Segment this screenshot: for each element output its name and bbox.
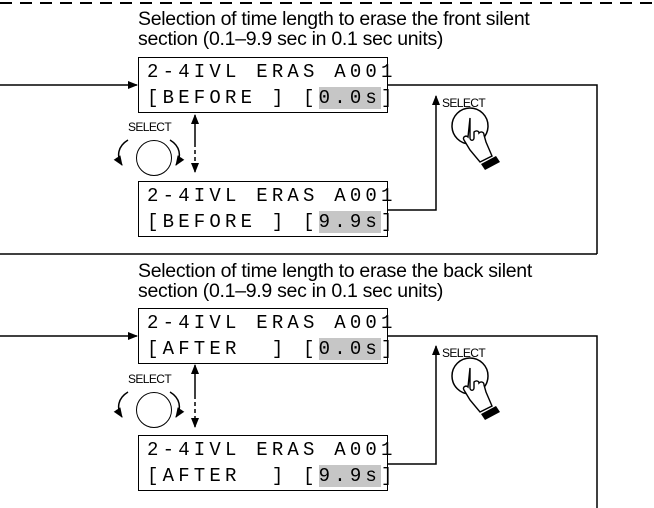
- time-value: 0.0s: [319, 87, 381, 109]
- time-value: 9.9s: [319, 465, 381, 487]
- lcd-text: [AFTER ] [: [147, 338, 319, 360]
- lcd-line-2: [AFTER ] [0.0s]: [147, 337, 397, 361]
- lcd-line-2: [AFTER ] [9.9s]: [147, 464, 397, 488]
- lcd-bracket: ]: [381, 211, 397, 233]
- feedback-line: [388, 336, 597, 508]
- lcd-bracket: ]: [381, 338, 397, 360]
- rotary-knob-icon[interactable]: [136, 392, 172, 428]
- lcd-bracket: ]: [381, 465, 397, 487]
- lcd-line-2: [BEFORE ] [9.9s]: [147, 210, 397, 234]
- lcd-bracket: ]: [381, 87, 397, 109]
- lcd-display: 2-4IVL ERAS A001 [BEFORE ] [9.9s]: [138, 181, 388, 237]
- knob-label: SELECT: [128, 372, 171, 386]
- lcd-display: 2-4IVL ERAS A001 [AFTER ] [0.0s]: [138, 308, 388, 364]
- lcd-text: [AFTER ] [: [147, 465, 319, 487]
- caption-line: section (0.1–9.9 sec in 0.1 sec units): [138, 30, 443, 48]
- lcd-text: [BEFORE ] [: [147, 211, 319, 233]
- lcd-text: [BEFORE ] [: [147, 87, 319, 109]
- button-label: SELECT: [442, 346, 485, 360]
- rotary-knob-icon[interactable]: [136, 140, 172, 176]
- lcd-line-1: 2-4IVL ERAS A001: [147, 184, 397, 208]
- time-value: 9.9s: [319, 211, 381, 233]
- lcd-display: 2-4IVL ERAS A001 [AFTER ] [9.9s]: [138, 435, 388, 491]
- rotate-arrow-left: [119, 140, 128, 165]
- select-button-hand-icon: [452, 108, 500, 170]
- lcd-line-1: 2-4IVL ERAS A001: [147, 438, 397, 462]
- lcd-line-1: 2-4IVL ERAS A001: [147, 311, 397, 335]
- caption-line: Selection of time length to erase the fr…: [138, 10, 529, 28]
- feedback-line: [388, 85, 597, 254]
- button-label: SELECT: [442, 96, 485, 110]
- caption-line: section (0.1–9.9 sec in 0.1 sec units): [138, 282, 443, 300]
- lcd-display: 2-4IVL ERAS A001 [BEFORE ] [0.0s]: [138, 57, 388, 113]
- select-button-hand-icon: [452, 358, 500, 420]
- time-value: 0.0s: [319, 338, 381, 360]
- lcd-line-1: 2-4IVL ERAS A001: [147, 60, 397, 84]
- rotate-arrow-left: [119, 392, 128, 417]
- caption-line: Selection of time length to erase the ba…: [138, 262, 532, 280]
- lcd-line-2: [BEFORE ] [0.0s]: [147, 86, 397, 110]
- knob-label: SELECT: [128, 120, 171, 134]
